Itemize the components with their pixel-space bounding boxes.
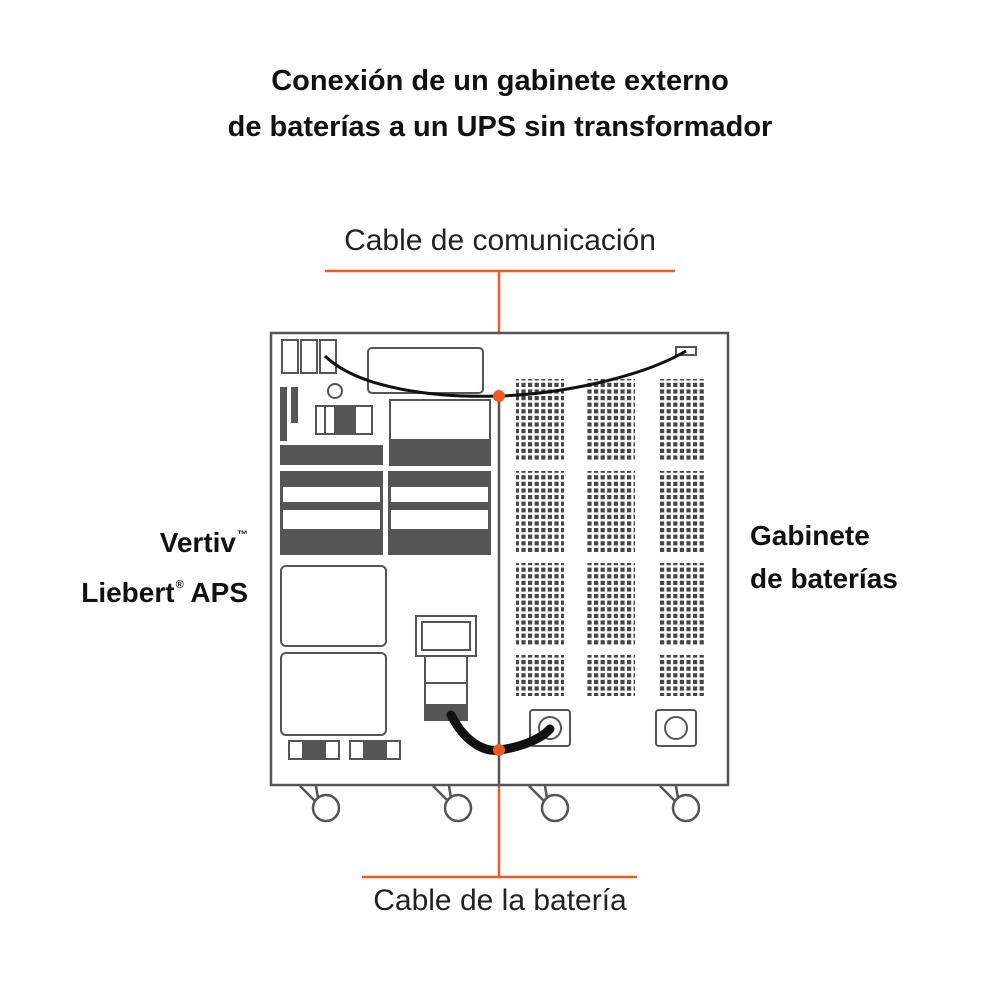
bus-bar	[280, 445, 383, 465]
casters	[299, 785, 701, 823]
ups-label: Vertiv™ Liebert® APS	[81, 514, 248, 614]
breaker-1	[281, 339, 299, 374]
keyhole-icon	[327, 383, 343, 399]
title-line-1: Conexión de un gabinete externo	[271, 65, 729, 97]
comm-cable-label: Cable de comunicación	[344, 224, 656, 257]
caster-1	[299, 785, 341, 823]
caster-3	[528, 785, 570, 823]
registered-sign: ®	[175, 579, 184, 591]
fuse-2	[291, 387, 298, 423]
cabinet-label-line-2: de baterías	[750, 563, 898, 594]
trademark-sign: ™	[237, 529, 248, 541]
breaker-2	[300, 339, 318, 374]
breaker-3	[319, 339, 337, 374]
vent-grid	[516, 379, 706, 696]
internal-battery-2	[280, 652, 387, 736]
diagram-title: Conexión de un gabinete externo de bater…	[0, 58, 1000, 150]
battery-cable-label: Cable de la batería	[373, 884, 627, 917]
ups-label-line-2: Liebert® APS	[81, 564, 248, 614]
caster-2	[432, 785, 473, 823]
comm-callout-dot	[493, 390, 505, 402]
ups-brand: Vertiv	[159, 527, 236, 558]
ups-model-suffix: APS	[183, 577, 248, 608]
title-line-2: de baterías a un UPS sin transformador	[227, 111, 773, 143]
terminal-block-fill	[334, 407, 356, 433]
ups-label-line-1: Vertiv™	[81, 514, 248, 564]
battery-callout-dot	[493, 744, 505, 756]
ups-unit	[280, 339, 491, 760]
caster-4	[659, 785, 701, 823]
fuse-1	[280, 387, 287, 441]
cabinet-label: Gabinete de baterías	[750, 514, 898, 600]
internal-battery-1	[280, 565, 387, 647]
cabinet-label-line-1: Gabinete	[750, 520, 870, 551]
ups-model: Liebert	[81, 577, 175, 608]
